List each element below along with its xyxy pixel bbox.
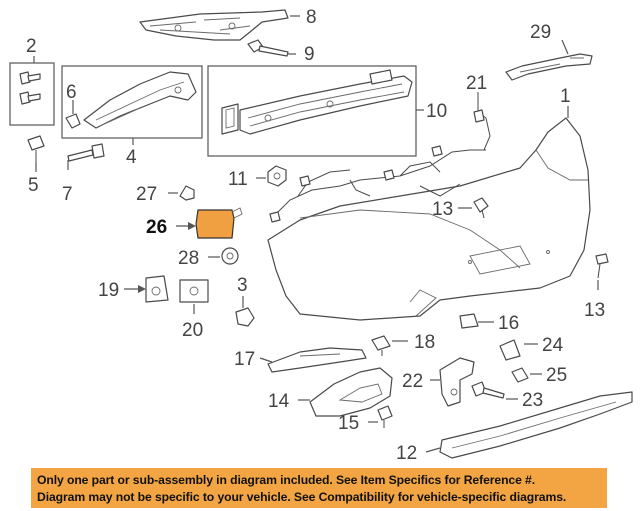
- callout-21: 21: [466, 73, 487, 94]
- callout-27: 27: [136, 184, 157, 205]
- callout-10: 10: [426, 101, 447, 122]
- part-25-clip: [511, 367, 542, 383]
- part-21-connector: [473, 92, 491, 151]
- part-15-screw: [368, 405, 393, 428]
- part-14-housing: [298, 367, 393, 417]
- callout-1: 1: [560, 86, 571, 107]
- callout-16: 16: [498, 313, 519, 334]
- callout-7: 7: [62, 184, 73, 205]
- callout-13b: 13: [584, 300, 605, 321]
- callout-18: 18: [414, 332, 435, 353]
- part-8-bracket: [139, 9, 300, 41]
- callout-29: 29: [530, 22, 551, 43]
- notice-line-1: Only one part or sub-assembly in diagram…: [37, 473, 536, 487]
- notice-line-2: Diagram may not be specific to your vehi…: [37, 490, 567, 504]
- part-9-bolt: [247, 39, 296, 57]
- part-3-clip: [235, 296, 255, 327]
- callout-24: 24: [542, 335, 564, 356]
- part-2-bolts: [9, 56, 55, 126]
- callout-5: 5: [28, 175, 39, 196]
- wiring-harness: [269, 145, 486, 223]
- part-18-clip: [371, 335, 408, 356]
- part-10-impact-bar: [207, 65, 424, 157]
- callout-3: 3: [237, 275, 248, 296]
- callout-9: 9: [304, 44, 315, 65]
- callout-8: 8: [306, 7, 317, 28]
- part-16-pad: [459, 313, 494, 329]
- callout-14: 14: [268, 391, 290, 412]
- part-29-bracket: [505, 39, 593, 81]
- callout-23: 23: [522, 390, 543, 411]
- callout-26: 26: [146, 217, 167, 238]
- part-23-bolt: [471, 381, 518, 400]
- part-22-bracket: [430, 357, 475, 407]
- compatibility-notice: Only one part or sub-assembly in diagram…: [31, 468, 607, 508]
- callout-25: 25: [546, 365, 567, 386]
- part-19-bracket: [124, 275, 169, 303]
- part-24-bracket: [499, 339, 538, 361]
- callout-12: 12: [396, 443, 417, 464]
- part-7-bolt: [67, 143, 105, 170]
- part-26-highlighted: [176, 207, 243, 239]
- part-27-clip: [168, 185, 195, 201]
- part-4-side-bracket: [61, 65, 203, 145]
- callout-4: 4: [126, 147, 137, 168]
- part-11-nut: [256, 165, 287, 187]
- part-12-valance: [425, 391, 633, 459]
- callout-2: 2: [26, 36, 37, 57]
- part-17-trim: [259, 347, 367, 373]
- part-5-screw: [27, 135, 45, 172]
- callout-15: 15: [338, 413, 359, 434]
- callout-28: 28: [178, 248, 199, 269]
- part-28-washer: [208, 247, 239, 265]
- callout-19: 19: [98, 280, 119, 301]
- callout-17: 17: [234, 349, 255, 370]
- part-1-bumper-cover: [267, 106, 591, 321]
- callout-22: 22: [402, 371, 423, 392]
- part-13-clip-upper: [458, 197, 489, 219]
- callout-labels: 8 9 10 2 6 4 5 7 29 21 1 11 13 13 27 26 …: [26, 7, 605, 464]
- part-13-screw-right: [595, 253, 609, 290]
- callout-13a: 13: [432, 199, 453, 220]
- callout-20: 20: [182, 320, 203, 341]
- callout-11: 11: [228, 169, 248, 190]
- part-20-bracket: [179, 279, 209, 314]
- callout-6: 6: [66, 82, 77, 103]
